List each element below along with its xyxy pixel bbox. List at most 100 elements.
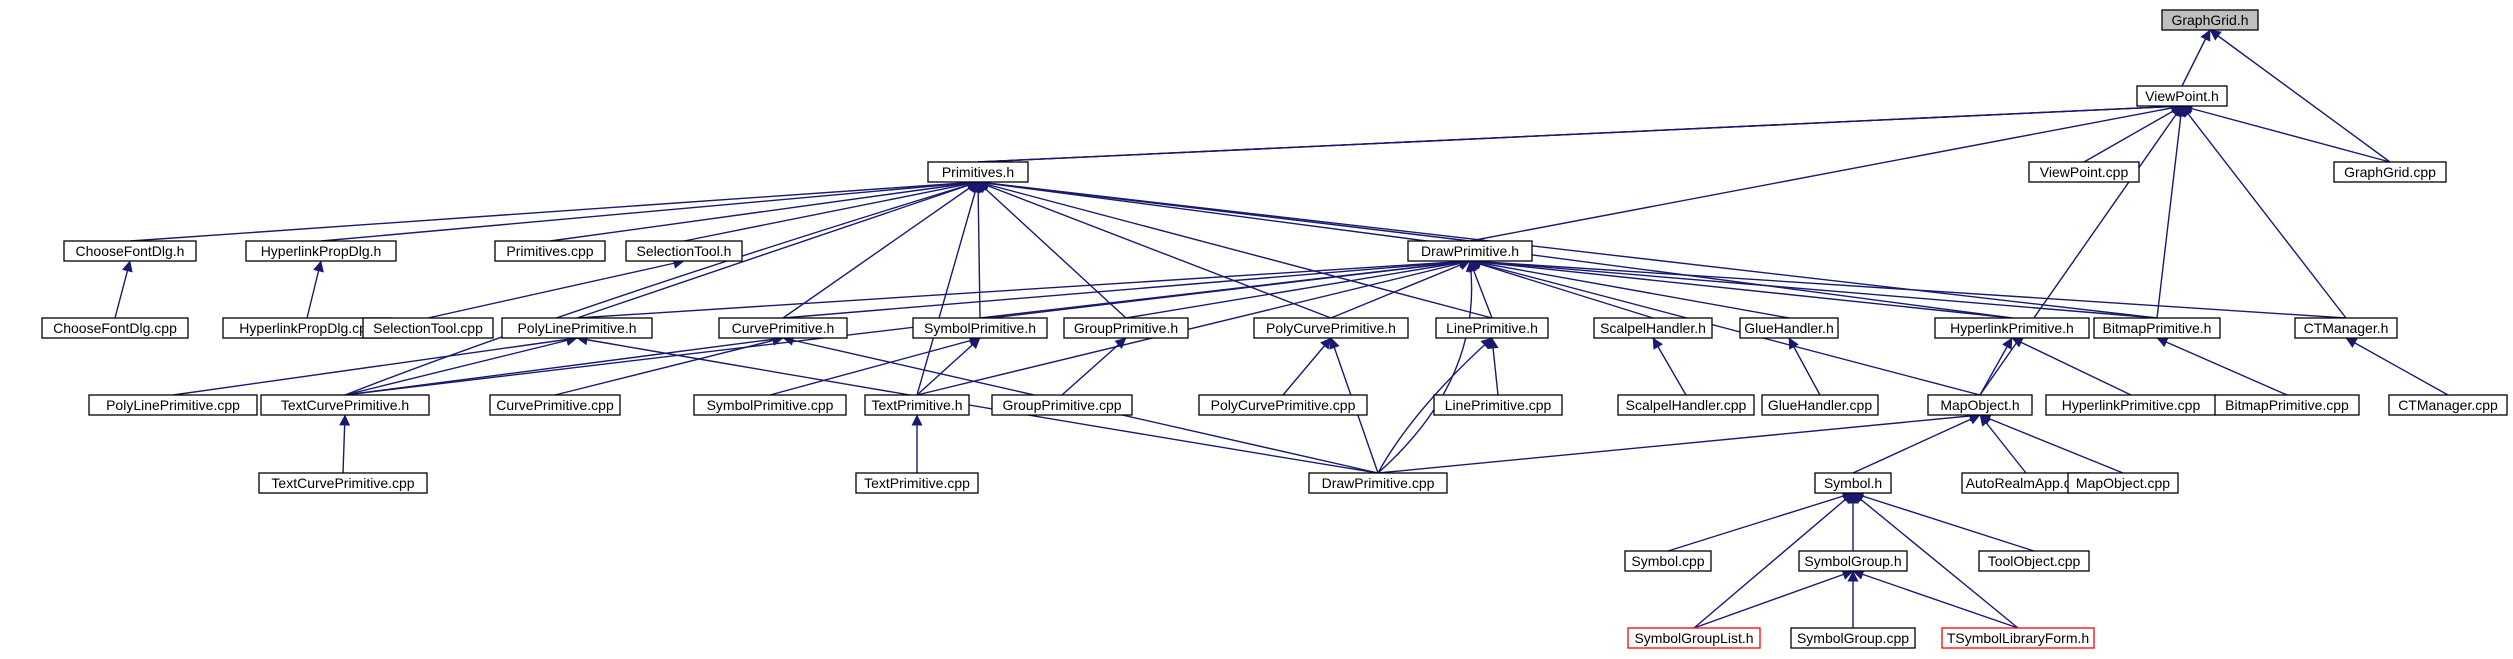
node-box bbox=[625, 240, 743, 262]
graph-node[interactable]: ViewPoint.cpp bbox=[2028, 161, 2140, 183]
graph-node[interactable]: HyperlinkPrimitive.h bbox=[1934, 317, 2090, 339]
dependency-edge bbox=[1469, 102, 2183, 242]
graph-node[interactable]: GraphGrid.cpp bbox=[2333, 161, 2447, 183]
node-box bbox=[1627, 627, 1761, 649]
dependency-edge bbox=[2209, 29, 2391, 163]
graph-node[interactable]: LinePrimitive.h bbox=[1435, 317, 1549, 339]
node-label: TextPrimitive.cpp bbox=[864, 475, 970, 491]
dependency-edge bbox=[427, 257, 685, 319]
node-box bbox=[63, 240, 197, 262]
graph-node[interactable]: HyperlinkPrimitive.cpp bbox=[2045, 394, 2217, 416]
dependency-edge bbox=[1852, 569, 2019, 629]
graph-node[interactable]: SelectionTool.cpp bbox=[362, 317, 494, 339]
graph-node[interactable]: GroupPrimitive.h bbox=[1063, 317, 1189, 339]
node-box bbox=[718, 317, 848, 339]
dependency-edge bbox=[977, 101, 2183, 163]
graph-node[interactable]: TextCurvePrimitive.cpp bbox=[258, 472, 428, 494]
graph-node[interactable]: ScalpelHandler.h bbox=[1593, 317, 1713, 339]
graph-node[interactable]: MapObject.cpp bbox=[2067, 472, 2179, 494]
graph-node[interactable]: Primitives.cpp bbox=[494, 240, 606, 262]
node-label: GraphGrid.cpp bbox=[2344, 164, 2436, 180]
node-label: GlueHandler.h bbox=[1744, 320, 1834, 336]
node-box bbox=[2294, 317, 2398, 339]
graph-node[interactable]: CurvePrimitive.h bbox=[718, 317, 848, 339]
dependency-edge bbox=[1487, 337, 1499, 396]
graph-node[interactable]: CTManager.cpp bbox=[2388, 394, 2508, 416]
dependency-edge bbox=[2181, 105, 2347, 319]
dependency-edge bbox=[1469, 256, 2013, 319]
graph-node[interactable]: TextPrimitive.cpp bbox=[855, 472, 979, 494]
graph-node[interactable]: Primitives.h bbox=[927, 161, 1029, 183]
node-label: CTManager.h bbox=[2304, 320, 2389, 336]
graph-node[interactable]: SymbolPrimitive.cpp bbox=[693, 394, 847, 416]
node-label: Primitives.cpp bbox=[506, 243, 593, 259]
node-label: MapObject.cpp bbox=[2076, 475, 2170, 491]
node-box bbox=[1198, 394, 1368, 416]
dependency-edge bbox=[782, 256, 1471, 319]
graph-node[interactable]: Symbol.h bbox=[1814, 472, 1892, 494]
dependency-edge bbox=[1979, 414, 2027, 474]
node-label: DrawPrimitive.cpp bbox=[1322, 475, 1435, 491]
graph-node[interactable]: CTManager.h bbox=[2294, 317, 2398, 339]
node-label: ToolObject.cpp bbox=[1988, 553, 2081, 569]
graph-node[interactable]: CurvePrimitive.cpp bbox=[489, 394, 621, 416]
node-box bbox=[991, 394, 1133, 416]
node-label: SymbolGroup.h bbox=[1804, 553, 1901, 569]
dependency-edge bbox=[1979, 337, 2013, 396]
graph-node[interactable]: ToolObject.cpp bbox=[1978, 550, 2090, 572]
graph-node[interactable]: ViewPoint.h bbox=[2136, 85, 2228, 107]
graph-node[interactable]: BitmapPrimitive.h bbox=[2093, 317, 2221, 339]
node-box bbox=[1790, 627, 1916, 649]
node-label: SelectionTool.h bbox=[637, 243, 732, 259]
node-label: CTManager.cpp bbox=[2398, 397, 2498, 413]
graph-node[interactable]: SymbolGroupList.h bbox=[1627, 627, 1761, 649]
graph-node[interactable]: DrawPrimitive.h bbox=[1407, 240, 1533, 262]
graph-node[interactable]: GlueHandler.h bbox=[1739, 317, 1839, 339]
node-box bbox=[1253, 317, 1409, 339]
graph-node[interactable]: SelectionTool.h bbox=[625, 240, 743, 262]
graph-node[interactable]: TSymbolLibraryForm.h bbox=[1941, 627, 2095, 649]
graph-node[interactable]: MapObject.h bbox=[1927, 394, 2033, 416]
graph-node[interactable]: SymbolPrimitive.h bbox=[912, 317, 1048, 339]
node-label: ChooseFontDlg.h bbox=[76, 243, 185, 259]
dependency-edge bbox=[1852, 414, 1981, 474]
graph-node[interactable]: SymbolGroup.h bbox=[1798, 550, 1908, 572]
graph-node[interactable]: Symbol.cpp bbox=[1624, 550, 1712, 572]
dependency-edge bbox=[549, 177, 979, 242]
graph-node[interactable]: HyperlinkPropDlg.h bbox=[245, 240, 397, 262]
graph-node[interactable]: BitmapPrimitive.cpp bbox=[2214, 394, 2360, 416]
dependency-edge bbox=[554, 335, 784, 396]
graph-node[interactable]: ChooseFontDlg.cpp bbox=[41, 317, 189, 339]
graph-node[interactable]: PolyLinePrimitive.cpp bbox=[88, 394, 258, 416]
dependency-edge bbox=[782, 181, 979, 319]
node-label: PolyLinePrimitive.h bbox=[517, 320, 636, 336]
graph-node[interactable]: PolyLinePrimitive.h bbox=[501, 317, 653, 339]
graph-node[interactable]: TextCurvePrimitive.h bbox=[260, 394, 430, 416]
dependency-edge bbox=[2011, 337, 2132, 396]
graph-node[interactable]: PolyCurvePrimitive.h bbox=[1253, 317, 1409, 339]
graph-node[interactable]: GroupPrimitive.cpp bbox=[991, 394, 1133, 416]
node-label: ViewPoint.h bbox=[2145, 88, 2219, 104]
graph-node[interactable]: SymbolGroup.cpp bbox=[1790, 627, 1916, 649]
graph-node[interactable]: DrawPrimitive.cpp bbox=[1308, 472, 1448, 494]
node-box bbox=[1624, 550, 1712, 572]
node-box bbox=[1407, 240, 1533, 262]
node-box bbox=[2067, 472, 2179, 494]
graph-node[interactable]: AutoRealmApp.cpp bbox=[1961, 472, 2091, 494]
graph-node[interactable]: TextPrimitive.h bbox=[864, 394, 970, 416]
node-box bbox=[501, 317, 653, 339]
graph-node[interactable]: ScalpelHandler.cpp bbox=[1617, 394, 1755, 416]
node-label: CurvePrimitive.cpp bbox=[496, 397, 614, 413]
node-box bbox=[855, 472, 979, 494]
graph-node[interactable]: GlueHandler.cpp bbox=[1761, 394, 1879, 416]
graph-node[interactable]: LinePrimitive.cpp bbox=[1433, 394, 1563, 416]
node-label: SymbolGroup.cpp bbox=[1797, 630, 1909, 646]
graph-node[interactable]: PolyCurvePrimitive.cpp bbox=[1198, 394, 1368, 416]
graph-node[interactable]: GraphGrid.h bbox=[2161, 9, 2259, 31]
node-box bbox=[88, 394, 258, 416]
dependency-edge bbox=[1852, 492, 2019, 629]
graph-node[interactable]: ChooseFontDlg.h bbox=[63, 240, 197, 262]
node-box bbox=[2028, 161, 2140, 183]
dependency-edge bbox=[1377, 260, 1477, 474]
node-label: ChooseFontDlg.cpp bbox=[53, 320, 177, 336]
